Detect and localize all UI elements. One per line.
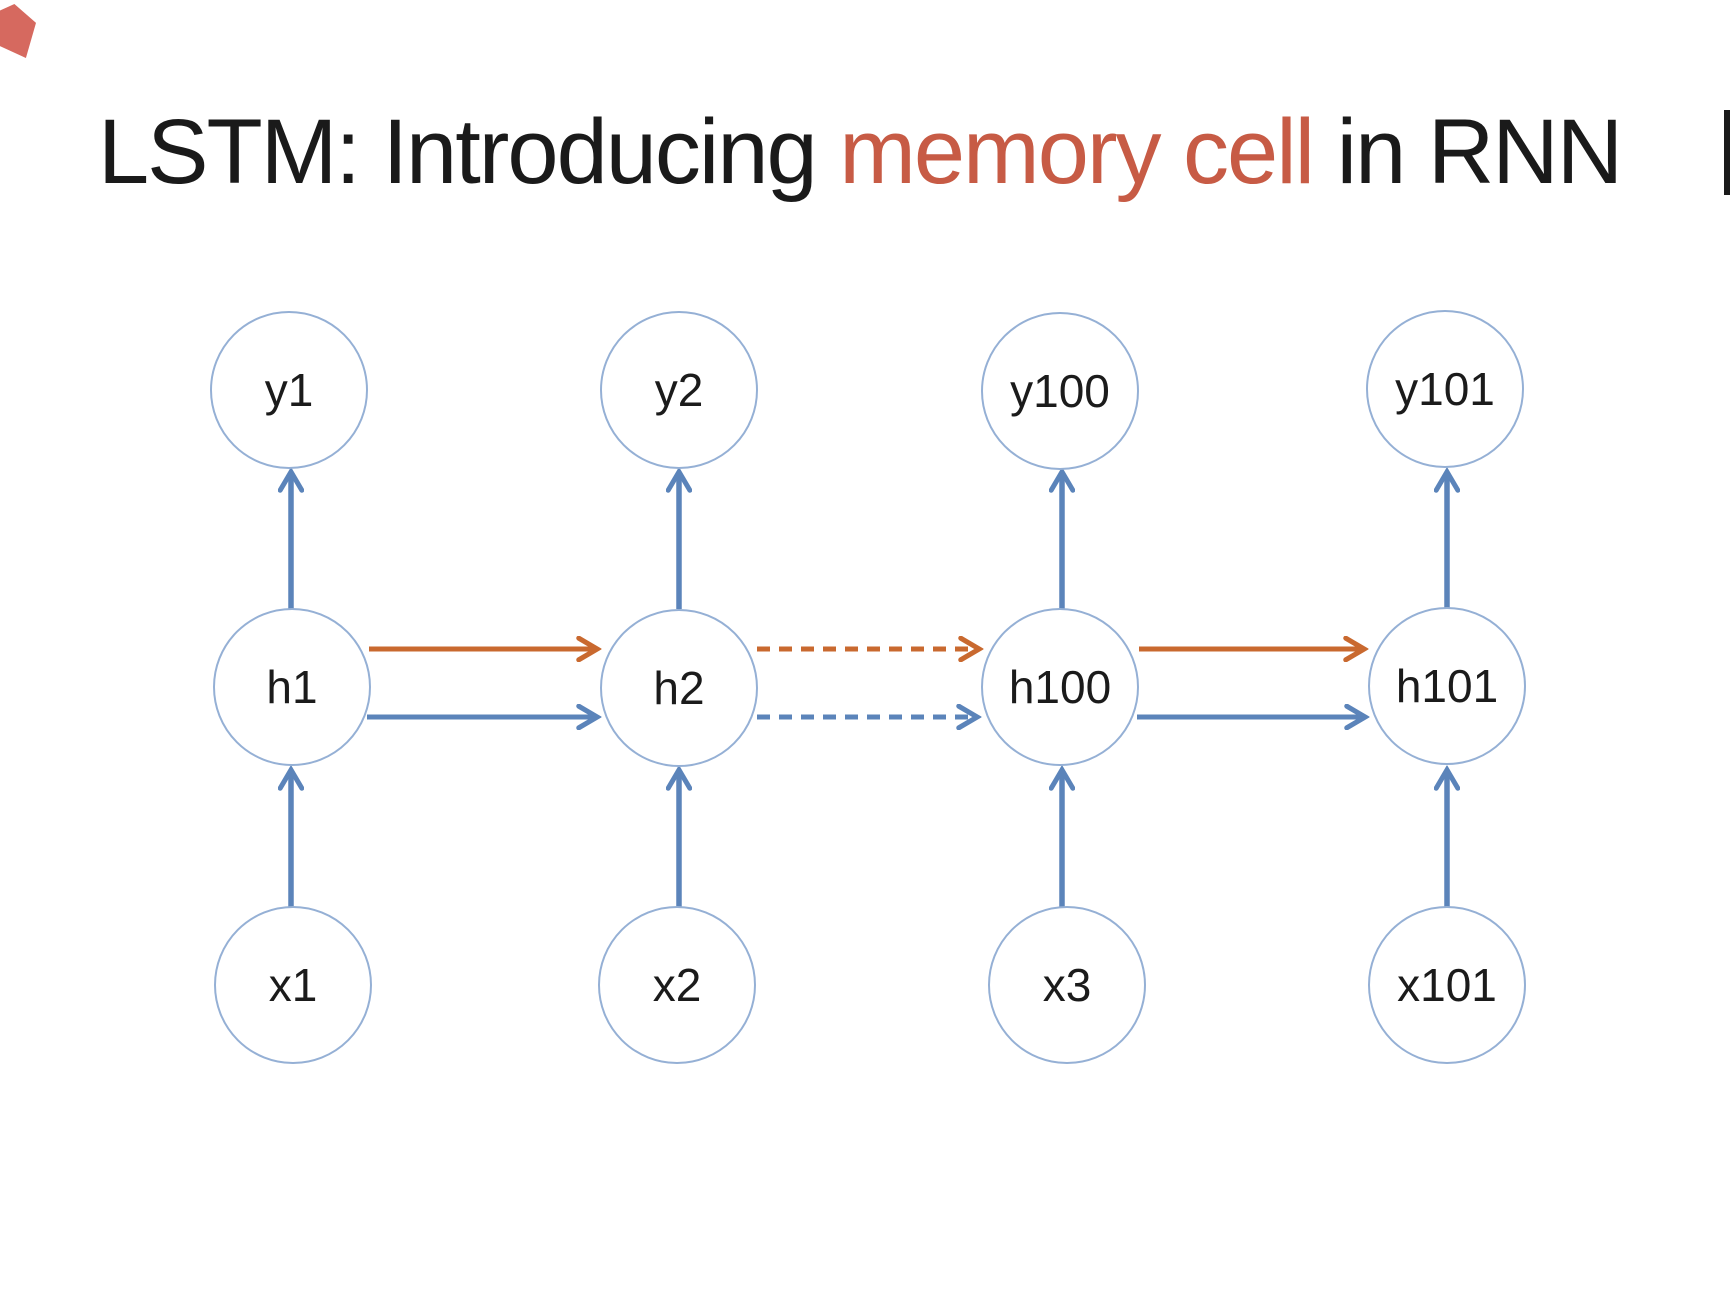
node-y1-label: y1 [265, 364, 314, 416]
node-h2-label: h2 [653, 662, 704, 714]
node-x3-label: x3 [1043, 959, 1092, 1011]
node-y100: y100 [981, 312, 1139, 470]
node-x3: x3 [988, 906, 1146, 1064]
node-y2: y2 [600, 311, 758, 469]
node-h100-label: h100 [1009, 661, 1111, 713]
node-x1: x1 [214, 906, 372, 1064]
node-y2-label: y2 [655, 364, 704, 416]
title-suffix: in RNN [1313, 101, 1624, 203]
node-x2: x2 [598, 906, 756, 1064]
title-accent: memory cell [839, 101, 1315, 203]
node-x101: x101 [1368, 906, 1526, 1064]
node-h101-label: h101 [1396, 660, 1498, 712]
node-x101-label: x101 [1397, 959, 1497, 1011]
node-y1: y1 [210, 311, 368, 469]
node-x2-label: x2 [653, 959, 702, 1011]
slide-title: LSTM: Introducing memory cell in RNN [98, 100, 1624, 205]
node-y101-label: y101 [1395, 363, 1495, 415]
node-h100: h100 [981, 608, 1139, 766]
node-y101: y101 [1366, 310, 1524, 468]
node-h2: h2 [600, 609, 758, 767]
node-h1-label: h1 [266, 661, 317, 713]
title-prefix: LSTM: Introducing [98, 101, 840, 203]
node-h1: h1 [213, 608, 371, 766]
node-x1-label: x1 [269, 959, 318, 1011]
right-edge-artifact [1724, 110, 1730, 195]
node-y100-label: y100 [1010, 365, 1110, 417]
node-h101: h101 [1368, 607, 1526, 765]
